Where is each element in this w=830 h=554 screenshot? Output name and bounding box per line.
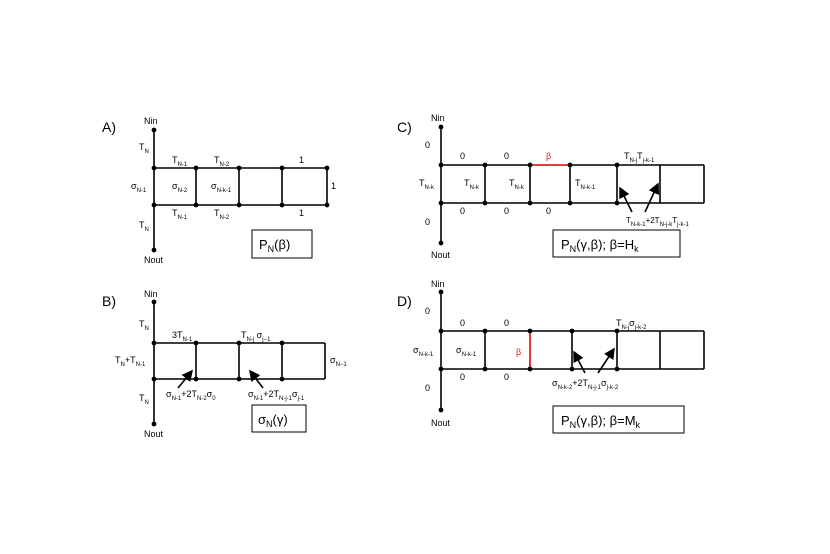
panel-a-bot2: TN-2: [214, 208, 230, 221]
panel-c-left-top: 0: [425, 140, 430, 150]
panel-a-inner1: σN-2: [172, 181, 188, 194]
panel-d-left-bot: 0: [425, 383, 430, 393]
panel-c-bot2: 0: [504, 206, 509, 216]
panel-c-nout: Nout: [431, 250, 451, 260]
panel-c-inner1: TN-k: [464, 178, 480, 191]
panel-b-left-mid: TN+TN-1: [115, 355, 146, 368]
panel-c-left-mid: TN-k: [419, 178, 435, 191]
panel-c-inner2: TN-k: [509, 178, 525, 191]
panel-a-nodes: [151, 127, 330, 253]
panel-b-top2: TN-j σj−1: [241, 330, 271, 343]
panel-c-top1: 0: [460, 151, 465, 161]
panel-c-arrow-1: [619, 186, 633, 213]
panel-c-bot1: 0: [460, 206, 465, 216]
panel-d-caption: PN(γ,β); β=Mk: [561, 413, 641, 430]
panel-a-top3: 1: [299, 155, 304, 165]
panel-d-letter: D): [397, 293, 412, 309]
panel-a-bot3: 1: [299, 208, 304, 218]
panel-c-nin: Nin: [431, 113, 445, 123]
panel-b-left-top: TN: [139, 319, 149, 332]
panel-c-caption: PN(γ,β); β=Hk: [561, 237, 639, 254]
panel-d-left-mid: σN-k-1: [413, 345, 434, 358]
panel-d-beta: β: [516, 347, 521, 357]
panel-d-inner1: σN-k-1: [456, 345, 477, 358]
panel-d-bot1: 0: [460, 372, 465, 382]
panel-c-top3-beta: β: [546, 151, 551, 161]
panel-c-bot3: 0: [546, 206, 551, 216]
panel-b-arrow1-label: σN-1+2TN-2σ0: [166, 389, 216, 402]
panel-a-inner2: σN-k-1: [211, 181, 232, 194]
panel-b-nodes: [151, 299, 285, 427]
panel-a-caption-box: [251, 229, 313, 259]
panel-d-bot2: 0: [504, 372, 509, 382]
panel-a: A) Nin Nout TN σN-1 TN TN-1 TN-2 1 σN-2 …: [102, 116, 336, 265]
panel-c-letter: C): [397, 119, 412, 135]
panel-c-nodes: [438, 124, 620, 246]
panel-d-arrow-2: [597, 347, 615, 374]
panel-b: B) Nin Nout TN TN+TN-1 TN 3TN-1 TN-j σj−…: [102, 289, 347, 439]
panel-c-inner3: TN-k-1: [575, 178, 596, 191]
panel-a-right: 1: [331, 181, 336, 191]
panel-c-caption-box: [552, 229, 681, 258]
panel-b-right: σN−1: [330, 355, 347, 368]
panel-b-arrow-2: [249, 369, 264, 389]
panel-d-top2: 0: [504, 318, 509, 328]
panel-d-arrow-1: [573, 350, 586, 374]
panel-b-arrow-1: [177, 369, 194, 389]
panel-b-caption: σN(γ): [258, 412, 288, 429]
panel-b-top1: 3TN-1: [172, 330, 193, 343]
panel-c: C) Nin Nout 0 TN-k 0 0 0 β TN-jTj-k-1 T: [397, 113, 705, 260]
panel-d-nout: Nout: [431, 418, 451, 428]
panel-a-top1: TN-1: [172, 155, 188, 168]
panel-d-arrow-label: σN-k-2+2TN-j-1σj-k-2: [552, 378, 619, 391]
panel-d-left-top: 0: [425, 306, 430, 316]
panel-a-left-top: TN: [139, 142, 149, 155]
panel-d-nodes: [438, 289, 620, 413]
panel-b-nin: Nin: [144, 289, 158, 299]
panel-c-top2: 0: [504, 151, 509, 161]
panel-a-caption: PN(β): [259, 237, 290, 254]
panel-c-left-bot: 0: [425, 217, 430, 227]
panel-a-nout: Nout: [144, 255, 164, 265]
panel-b-arrow2-label: σN-1+2TN-j-1σj-1: [248, 389, 305, 402]
panel-d: D) Nin Nout 0 σN-k-1 0 0 0 TN-jσj-k-2 σN…: [397, 279, 705, 434]
panel-a-left-mid: σN-1: [131, 181, 147, 194]
panel-b-nout: Nout: [144, 429, 164, 439]
panel-c-arrow-2: [644, 182, 660, 213]
panel-a-top2: TN-2: [214, 155, 230, 168]
panel-b-letter: B): [102, 293, 116, 309]
panel-d-nin: Nin: [431, 279, 445, 289]
panel-a-nin: Nin: [144, 116, 158, 126]
panel-a-bot1: TN-1: [172, 208, 188, 221]
panel-b-caption-box: [251, 404, 307, 433]
panel-a-letter: A): [102, 119, 116, 135]
panel-b-left-bot: TN: [139, 393, 149, 406]
panel-d-top1: 0: [460, 318, 465, 328]
panel-c-top4: TN-jTj-k-1: [624, 151, 655, 164]
panel-a-left-bot: TN: [139, 220, 149, 233]
panel-d-top3: TN-jσj-k-2: [616, 318, 647, 331]
panel-c-arrow-label: TN-k-1+2TN-j-kTj-k-1: [626, 216, 689, 228]
panel-d-caption-box: [552, 405, 685, 434]
